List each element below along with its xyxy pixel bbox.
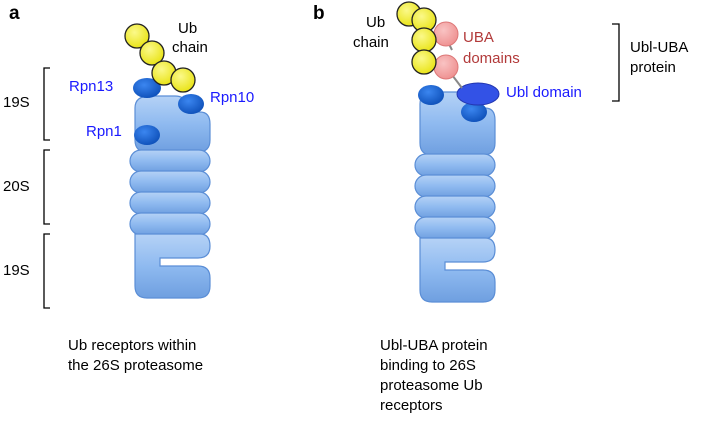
proteasome-ring-b-4 <box>414 216 496 240</box>
protein-label-line2: protein <box>630 59 676 76</box>
bracket-label-20s: 20S <box>3 178 30 195</box>
proteasome-bottom-19s-cap-b <box>419 237 496 303</box>
rpn10-receptor <box>178 94 204 114</box>
ub-chain-label-b-line2: chain <box>353 34 389 51</box>
panel-a-letter: a <box>9 3 20 24</box>
ubl-domain <box>456 82 500 106</box>
uba-domain-1 <box>433 21 459 47</box>
ubiquitin-4 <box>170 67 196 93</box>
rpn1-label: Rpn1 <box>86 123 122 140</box>
bracket-ubl-uba-protein <box>612 23 620 102</box>
panel-b <box>396 1 620 303</box>
uba-label-line1: UBA <box>463 29 494 46</box>
bracket-19s-bottom <box>43 233 50 309</box>
ubiquitin-1 <box>124 23 150 49</box>
ubiquitin-b-4 <box>411 49 437 75</box>
caption-a-line2: the 26S proteasome <box>68 357 204 374</box>
caption-b-line4: receptors <box>380 397 443 414</box>
proteasome-ring-b-1 <box>414 153 496 177</box>
rpn13-receptor <box>133 78 161 98</box>
uba-domain-2 <box>433 54 459 80</box>
bracket-label-19s-top: 19S <box>3 94 30 111</box>
ubiquitin-b-3 <box>411 27 437 53</box>
ubl-domain-label: Ubl domain <box>506 84 582 101</box>
proteasome-ring-2 <box>129 170 211 194</box>
proteasome-bottom-19s-cap <box>134 233 211 299</box>
rpn10-label: Rpn10 <box>210 89 255 106</box>
bracket-19s-top <box>43 67 50 141</box>
caption-b-line2: binding to 26S <box>380 357 476 374</box>
proteasome-ring-1 <box>129 149 211 173</box>
panel-b-letter: b <box>313 3 325 24</box>
receptor-b-right <box>461 102 487 122</box>
ubiquitin-2 <box>139 40 165 66</box>
proteasome-ring-b-2 <box>414 174 496 198</box>
ub-chain-label-a-line2: chain <box>172 39 208 56</box>
bracket-label-19s-bottom: 19S <box>3 262 30 279</box>
bracket-20s <box>43 149 50 225</box>
rpn1-receptor <box>134 125 160 145</box>
proteasome-ring-3 <box>129 191 211 215</box>
proteasome-ring-b-3 <box>414 195 496 219</box>
caption-b-line3: proteasome Ub <box>380 377 483 394</box>
caption-b-line1: Ubl-UBA protein <box>380 337 488 354</box>
panel-a <box>43 23 211 309</box>
ub-chain-label-b-line1: Ub <box>366 14 386 31</box>
rpn13-label: Rpn13 <box>69 78 114 95</box>
proteasome-ring-4 <box>129 212 211 236</box>
receptor-b-left <box>418 85 444 105</box>
caption-a-line1: Ub receptors within <box>68 337 197 354</box>
uba-label-line2: domains <box>463 50 520 67</box>
protein-label-line1: Ubl-UBA <box>630 39 689 56</box>
ub-chain-label-a-line1: Ub <box>178 20 198 37</box>
